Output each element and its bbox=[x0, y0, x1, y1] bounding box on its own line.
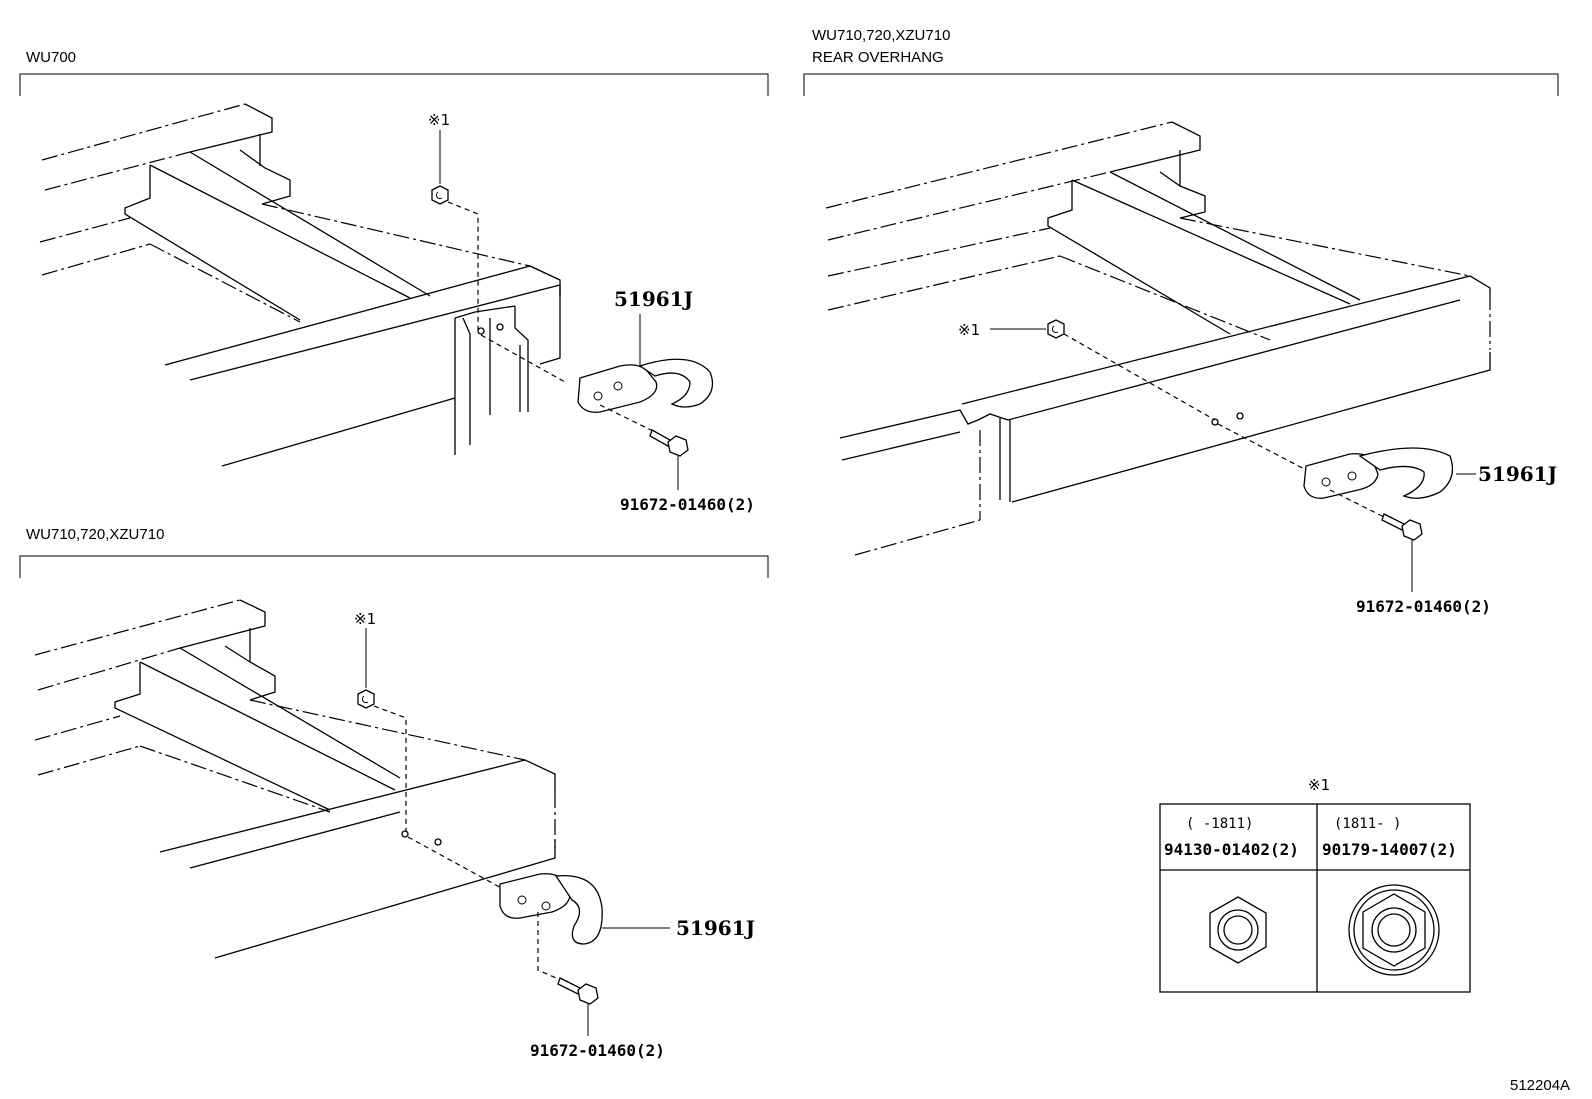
section-bracket bbox=[19, 555, 769, 578]
bolt-icon bbox=[649, 429, 689, 457]
section-bracket bbox=[19, 73, 769, 96]
section-title-line2: REAR OVERHANG bbox=[812, 49, 944, 66]
mounting-hole bbox=[1211, 418, 1219, 426]
section-title-wu700: WU700 bbox=[26, 49, 76, 66]
bolt-icon bbox=[1381, 513, 1423, 541]
nut-ref-label: ※1 bbox=[428, 111, 450, 129]
section-rear-overhang: WU710,720,XZU710 REAR OVERHANG ※1 bbox=[803, 27, 1559, 616]
section-wu710-720-xzu710: WU710,720,XZU710 ※1 bbox=[19, 526, 769, 1060]
nut-legend-table: ※1 ( -1811) 94130-01402(2) (1811- ) 9017… bbox=[1159, 776, 1471, 993]
bolt-part-number: 91672-01460(2) bbox=[1356, 597, 1491, 616]
mounting-hole bbox=[434, 838, 442, 846]
hook-part-number: 51961J bbox=[676, 916, 755, 940]
nut-ref-label: ※1 bbox=[958, 321, 980, 339]
bolt-icon bbox=[557, 977, 599, 1005]
section-title-wu710: WU710,720,XZU710 bbox=[26, 526, 164, 543]
legend-col1-range: ( -1811) bbox=[1186, 816, 1253, 832]
legend-title: ※1 bbox=[1308, 776, 1330, 794]
diagram-id: 512204A bbox=[1510, 1077, 1570, 1094]
hex-nut-icon bbox=[1209, 896, 1267, 964]
section-wu700: WU700 ※1 bbox=[19, 49, 769, 514]
nut-icon bbox=[431, 185, 449, 205]
nut-icon bbox=[357, 689, 375, 709]
nut-ref-label: ※1 bbox=[354, 610, 376, 628]
nut-icon bbox=[1047, 319, 1065, 339]
tow-hook-icon bbox=[499, 873, 603, 945]
hook-part-number: 51961J bbox=[1478, 462, 1557, 486]
legend-border bbox=[1159, 803, 1471, 993]
flange-nut-icon bbox=[1348, 884, 1440, 976]
bolt-part-number: 91672-01460(2) bbox=[530, 1041, 665, 1060]
mounting-hole bbox=[496, 323, 504, 331]
legend-col1-part: 94130-01402(2) bbox=[1164, 840, 1299, 859]
section-title-line1: WU710,720,XZU710 bbox=[812, 27, 950, 44]
legend-col2-range: (1811- ) bbox=[1334, 816, 1401, 832]
tow-hook-icon bbox=[1303, 447, 1454, 499]
hook-part-number: 51961J bbox=[614, 287, 693, 311]
section-bracket bbox=[803, 73, 1559, 96]
mounting-hole bbox=[1236, 412, 1244, 420]
mounting-hole bbox=[401, 830, 409, 838]
bolt-part-number: 91672-01460(2) bbox=[620, 495, 755, 514]
tow-hook-icon bbox=[577, 358, 714, 413]
mounting-hole bbox=[477, 327, 485, 335]
legend-col2-part: 90179-14007(2) bbox=[1322, 840, 1457, 859]
